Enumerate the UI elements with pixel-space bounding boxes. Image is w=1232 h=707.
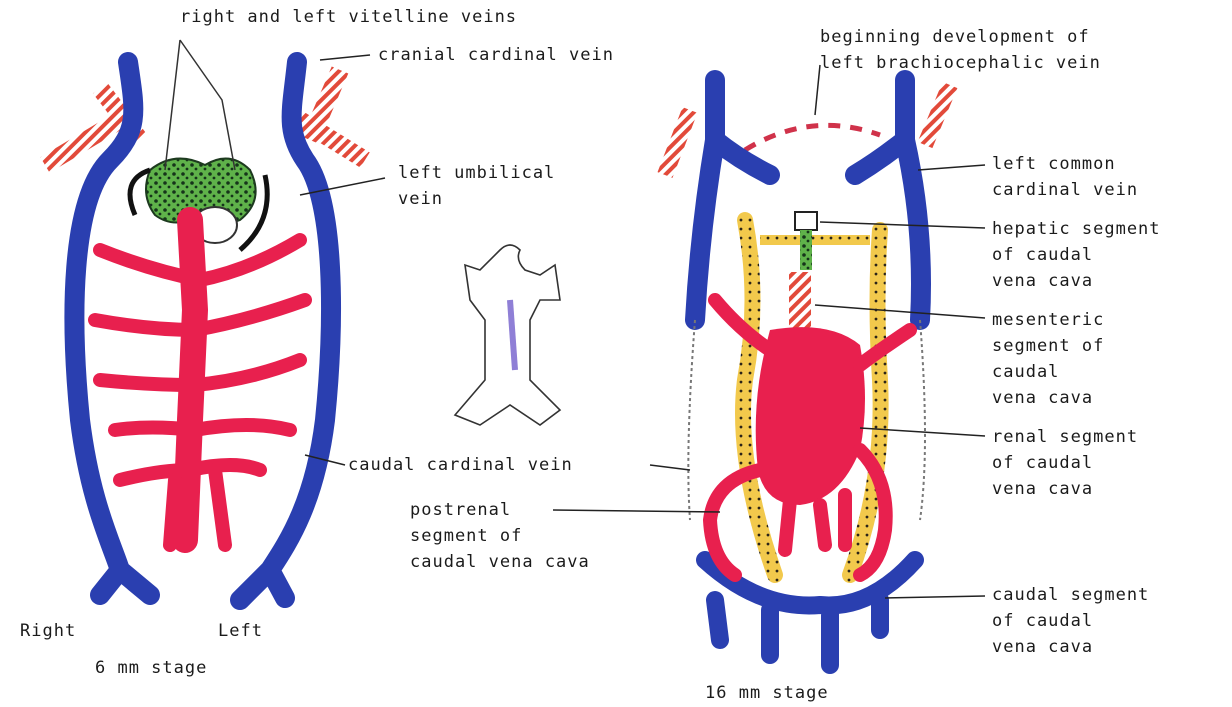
label-right: Right bbox=[20, 618, 76, 644]
label-cranial-cardinal: cranial cardinal vein bbox=[378, 42, 614, 68]
label-caudal-cardinal: caudal cardinal vein bbox=[348, 452, 573, 478]
label-16mm-stage: 16 mm stage bbox=[705, 680, 829, 706]
hepatic-segment-mark bbox=[795, 212, 817, 230]
stage-6mm-drawing bbox=[45, 40, 365, 600]
brachiocephalic-dashes bbox=[745, 125, 880, 150]
artery-16-left bbox=[665, 110, 690, 175]
artery-16-right bbox=[925, 85, 950, 145]
label-vitelline-veins: right and left vitelline veins bbox=[180, 4, 517, 30]
embryo-sketch bbox=[455, 245, 560, 425]
left-common-cardinal bbox=[855, 80, 921, 320]
label-6mm-stage: 6 mm stage bbox=[95, 655, 207, 681]
label-left: Left bbox=[218, 618, 263, 644]
stage-16mm-drawing bbox=[665, 80, 950, 665]
